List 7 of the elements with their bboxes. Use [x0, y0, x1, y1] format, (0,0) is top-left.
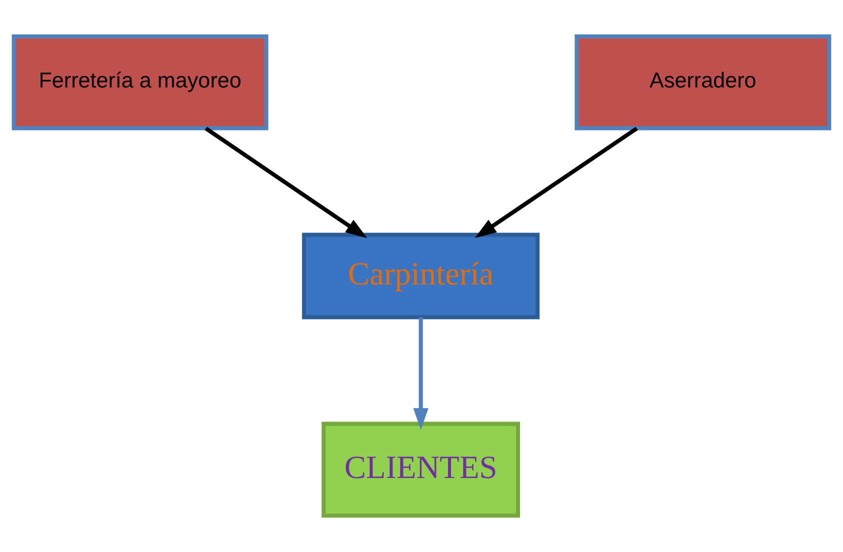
node-box: Aserradero	[574, 34, 832, 130]
arrow	[204, 126, 368, 238]
node-box: CLIENTES	[322, 422, 520, 518]
node-box: Carpintería	[302, 232, 540, 320]
arrow	[474, 126, 638, 238]
node-box: Ferretería a mayoreo	[12, 34, 268, 130]
arrow	[413, 317, 428, 430]
